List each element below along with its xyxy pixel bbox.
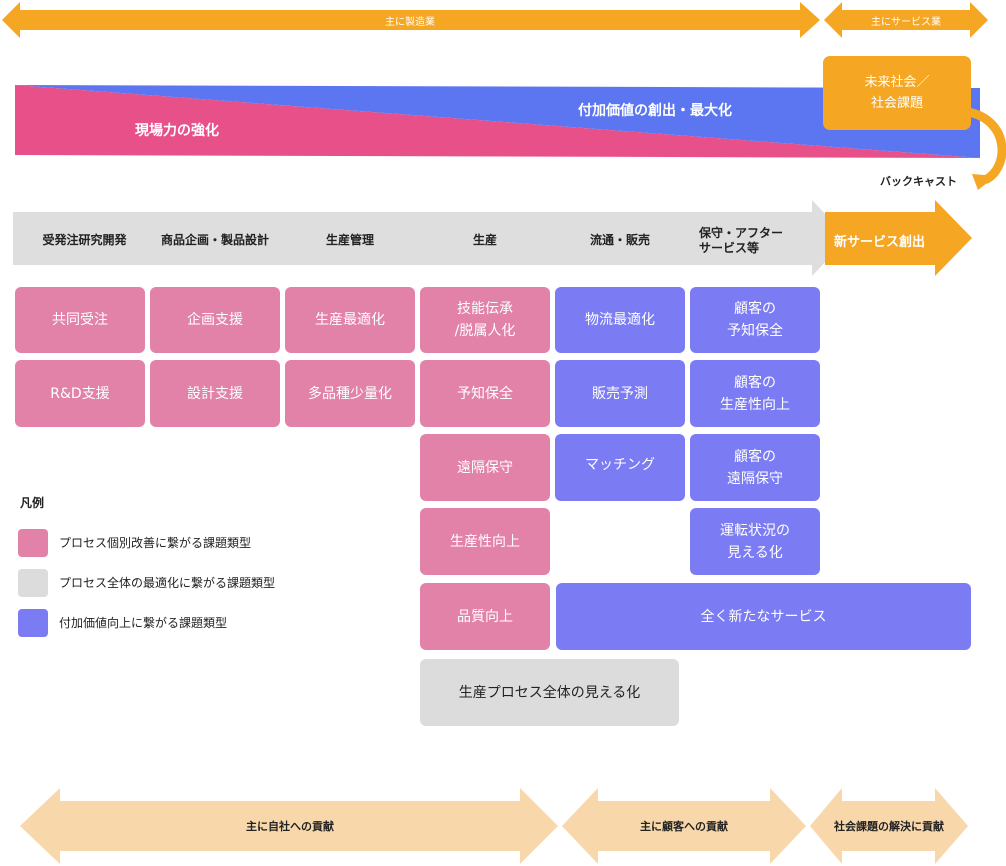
added-value-label: 付加価値の創出・最大化 <box>578 103 732 119</box>
box-customer-remote-maintenance: 顧客の 遠隔保守 <box>690 434 820 501</box>
customer-contribution-label: 主に顧客への貢献 <box>640 820 728 833</box>
manufacturing-label: 主に製造業 <box>385 16 435 28</box>
society-contribution-label: 社会課題の解決に貢献 <box>834 820 944 833</box>
legend-item-whole-process: プロセス全体の最適化に繋がる課題類型 <box>59 576 276 590</box>
future-society-box: 未来社会／ 社会課題 <box>823 56 971 130</box>
legend-swatch-pink <box>18 529 48 557</box>
process-arrow <box>13 200 848 276</box>
self-contribution-arrow <box>20 788 558 864</box>
box-customer-productivity: 顧客の 生産性向上 <box>690 360 820 427</box>
box-productivity-improvement: 生産性向上 <box>420 508 550 575</box>
wedge-blue <box>15 85 980 158</box>
box-process-visualization: 生産プロセス全体の見える化 <box>420 659 679 726</box>
box-matching: マッチング <box>555 434 685 501</box>
service-label: 主にサービス業 <box>871 16 941 28</box>
field-strength-label: 現場力の強化 <box>135 123 219 139</box>
customer-contribution-arrow <box>562 788 806 864</box>
new-service-label: 新サービス創出 <box>833 234 925 250</box>
box-operation-visualization: 運転状況の 見える化 <box>690 508 820 575</box>
box-design-support: 設計支援 <box>150 360 280 427</box>
stage-production-control: 生産管理 <box>325 232 374 247</box>
stage-rd: 受発注研究開発 <box>42 232 127 247</box>
society-contribution-arrow <box>810 788 968 864</box>
box-production-optimization: 生産最適化 <box>285 287 415 353</box>
new-service-arrow <box>825 200 972 276</box>
box-joint-order: 共同受注 <box>15 287 145 353</box>
box-quality-improvement: 品質向上 <box>420 583 550 650</box>
box-entirely-new-service: 全く新たなサービス <box>556 583 971 650</box>
box-predictive-maintenance: 予知保全 <box>420 360 550 427</box>
self-contribution-label: 主に自社への貢献 <box>246 820 334 833</box>
backcast-label: バックキャスト <box>880 175 957 188</box>
stage-distribution: 流通・販売 <box>589 232 650 247</box>
legend-swatch-gray <box>18 569 48 597</box>
stage-maintenance: 保守・アフター サービス等 <box>699 226 784 255</box>
legend-item-individual: プロセス個別改善に繋がる課題類型 <box>59 536 252 550</box>
box-high-mix-low-volume: 多品種少量化 <box>285 360 415 427</box>
stage-production: 生産 <box>472 232 497 247</box>
stage-design: 商品企画・製品設計 <box>160 232 269 247</box>
box-remote-maintenance: 遠隔保守 <box>420 434 550 501</box>
box-logistics-optimization: 物流最適化 <box>555 287 685 353</box>
legend-title: 凡例 <box>20 496 45 510</box>
backcast-arrowhead <box>972 174 996 190</box>
manufacturing-double-arrow <box>2 2 820 38</box>
box-customer-predictive-maintenance: 顧客の 予知保全 <box>690 287 820 353</box>
box-rd-support: R&D支援 <box>15 360 145 427</box>
box-skill-transfer: 技能伝承 /脱属人化 <box>420 287 550 353</box>
backcast-curve <box>966 107 1006 185</box>
service-double-arrow <box>824 2 988 38</box>
legend-swatch-blue <box>18 609 48 637</box>
box-sales-forecast: 販売予測 <box>555 360 685 427</box>
legend-item-added-value: 付加価値向上に繋がる課題類型 <box>59 616 228 630</box>
box-planning-support: 企画支援 <box>150 287 280 353</box>
